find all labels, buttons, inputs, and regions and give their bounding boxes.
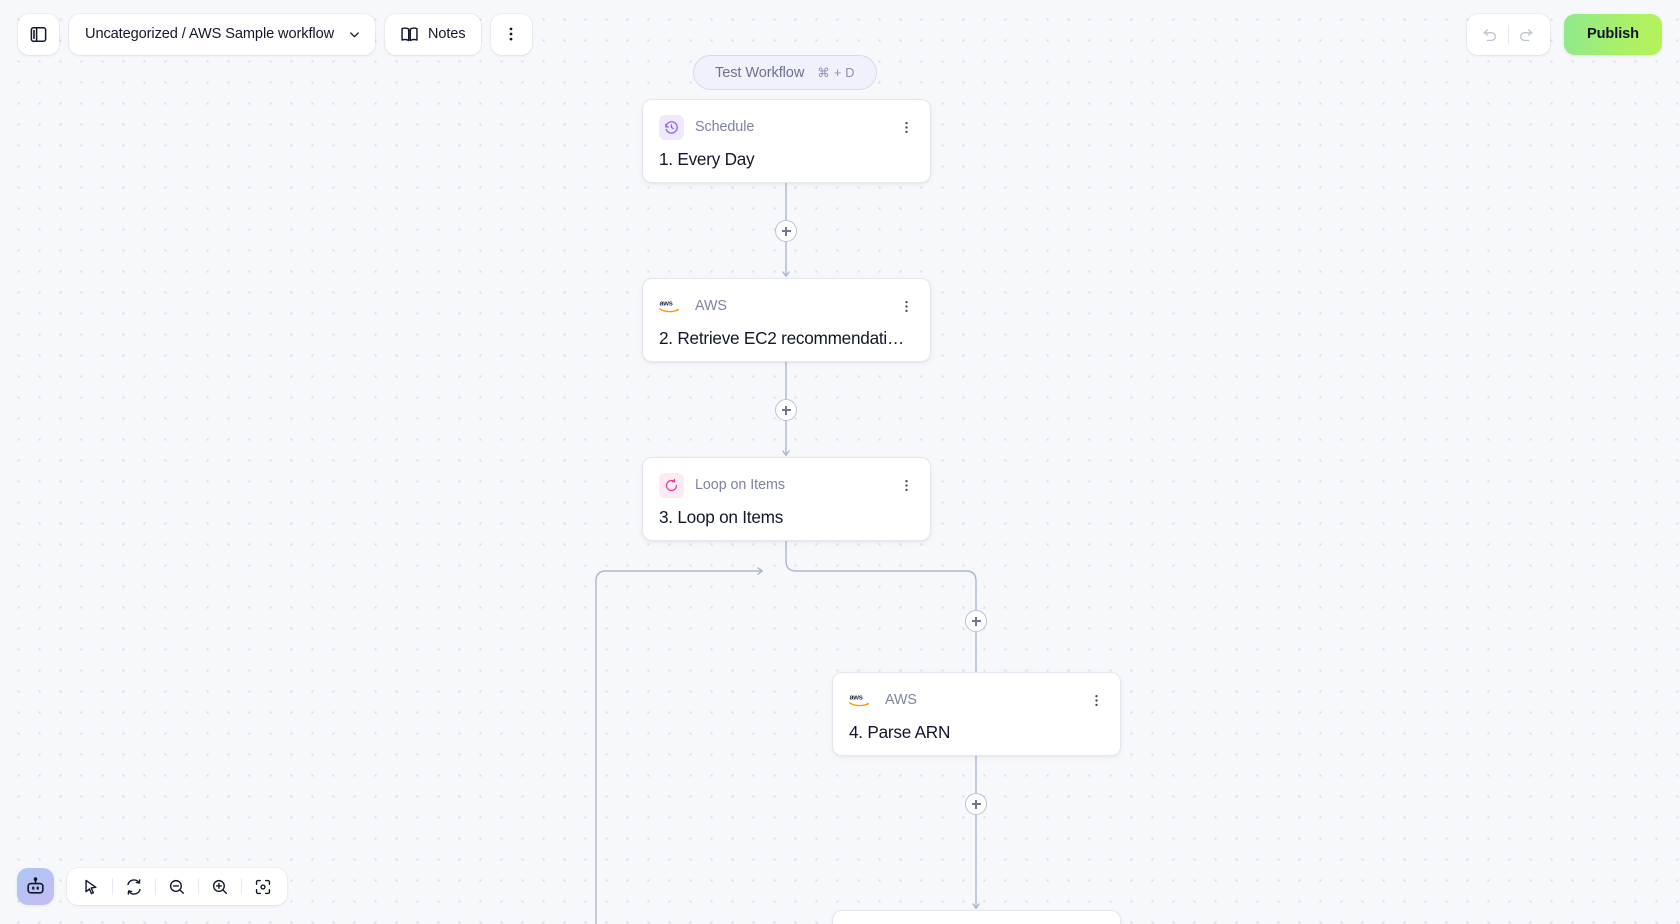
pointer-tool-button[interactable]	[73, 872, 109, 902]
add-node-button-4[interactable]	[965, 793, 987, 815]
node-menu-icon[interactable]	[1083, 687, 1109, 713]
undo-redo-group	[1466, 13, 1550, 55]
node-title: 2. Retrieve EC2 recommendati…	[659, 328, 904, 348]
undo-button[interactable]	[1473, 17, 1508, 52]
add-node-button-2[interactable]	[775, 399, 797, 421]
top-toolbar-right: Publish	[1466, 13, 1662, 55]
node-header: aws AWS	[643, 279, 930, 319]
toolbar-divider	[241, 878, 242, 895]
book-icon	[400, 25, 419, 44]
fit-view-button[interactable]	[245, 872, 281, 902]
toolbar-divider	[155, 878, 156, 895]
node-header-left: aws AWS	[659, 294, 727, 319]
node-type-label: Schedule	[695, 119, 755, 135]
node-header: Loop on Items	[643, 458, 930, 498]
publish-button[interactable]: Publish	[1563, 13, 1662, 55]
test-workflow-button[interactable]: Test Workflow ⌘ + D	[693, 55, 877, 90]
aws-logo-icon: aws	[849, 688, 874, 713]
node-type-label: AWS	[885, 692, 917, 708]
test-workflow-label: Test Workflow	[715, 64, 805, 81]
node-type-label: AWS	[695, 298, 727, 314]
chevron-down-icon	[347, 27, 362, 42]
aws-logo-icon: aws	[659, 294, 684, 319]
cursor-icon	[82, 878, 100, 896]
toolbar-divider	[198, 878, 199, 895]
node-menu-icon[interactable]	[893, 293, 919, 319]
reset-view-button[interactable]	[116, 872, 152, 902]
svg-text:aws: aws	[849, 693, 862, 702]
canvas-controls	[17, 868, 287, 905]
zoom-in-icon	[211, 878, 229, 896]
node-type-label: Loop on Items	[695, 477, 785, 493]
notes-button[interactable]: Notes	[385, 13, 481, 55]
add-node-button-3[interactable]	[965, 610, 987, 632]
clock-icon	[659, 114, 684, 140]
node-header: Schedule	[643, 100, 930, 140]
node-next-partial[interactable]	[832, 910, 1121, 924]
toolbar-divider	[1507, 24, 1509, 44]
refresh-icon	[125, 878, 143, 896]
workflow-breadcrumb: Uncategorized / AWS Sample workflow	[85, 26, 335, 42]
node-parse-arn[interactable]: aws AWS 4. Parse ARN	[832, 672, 1121, 756]
node-header-left: Loop on Items	[659, 472, 785, 498]
node-title: 1. Every Day	[659, 149, 755, 169]
notes-label: Notes	[428, 26, 466, 42]
node-loop-on-items[interactable]: Loop on Items 3. Loop on Items	[642, 457, 931, 541]
top-toolbar-left: Uncategorized / AWS Sample workflow Note…	[18, 13, 532, 55]
zoom-toolbar	[67, 868, 287, 905]
zoom-out-button[interactable]	[159, 872, 195, 902]
node-title: 3. Loop on Items	[659, 507, 784, 527]
node-aws-ec2[interactable]: aws AWS 2. Retrieve EC2 recommendati…	[642, 278, 931, 362]
ai-assistant-button[interactable]	[17, 868, 54, 905]
node-schedule[interactable]: Schedule 1. Every Day	[642, 99, 931, 183]
zoom-out-icon	[168, 878, 186, 896]
top-toolbar: Uncategorized / AWS Sample workflow Note…	[0, 0, 1680, 68]
node-header-left: aws AWS	[849, 688, 917, 713]
fit-screen-icon	[254, 878, 272, 896]
node-menu-icon[interactable]	[893, 472, 919, 498]
toolbar-divider	[112, 878, 113, 895]
add-node-button-1[interactable]	[775, 220, 797, 242]
node-header-left: Schedule	[659, 114, 755, 140]
svg-text:aws: aws	[659, 299, 672, 308]
sidebar-toggle-button[interactable]	[18, 13, 59, 55]
zoom-in-button[interactable]	[202, 872, 238, 902]
redo-button[interactable]	[1509, 17, 1544, 52]
workflow-name-dropdown[interactable]: Uncategorized / AWS Sample workflow	[69, 13, 376, 55]
workflow-menu-button[interactable]	[490, 13, 532, 55]
test-workflow-shortcut: ⌘ + D	[817, 66, 855, 80]
loop-icon	[659, 472, 684, 498]
node-header: aws AWS	[833, 673, 1120, 713]
node-menu-icon[interactable]	[893, 114, 919, 140]
node-title: 4. Parse ARN	[849, 722, 951, 742]
